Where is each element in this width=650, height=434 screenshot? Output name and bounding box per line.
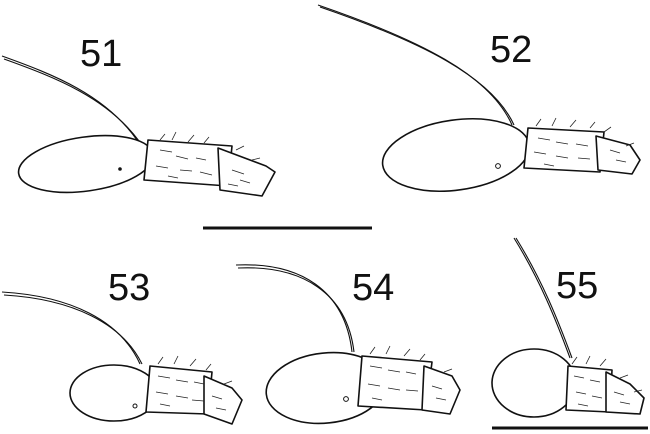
sensory-pit (132, 403, 138, 409)
antenna-middle-segment (523, 127, 605, 173)
antenna-base-segment (69, 364, 159, 422)
antenna-middle-segment (565, 365, 613, 413)
antenna-bristle (3, 294, 143, 365)
antenna-tip-segment (203, 375, 243, 425)
figure-55: 55 (491, 237, 645, 418)
sensory-pit (118, 167, 122, 171)
figure-label-54: 54 (352, 267, 394, 309)
figure-label-53: 53 (108, 267, 150, 309)
antenna-bristle (317, 4, 513, 126)
figure-label-55: 55 (556, 265, 598, 307)
antenna-bristle (237, 267, 355, 353)
antenna-bristle (515, 237, 573, 359)
sensory-pit (495, 163, 501, 169)
figure-label-51: 51 (80, 33, 122, 75)
antenna-base-segment (381, 118, 531, 192)
antenna-tip-segment (605, 371, 645, 415)
segment-hairs (571, 355, 643, 407)
antenna-tip-segment (421, 365, 461, 415)
segment-hairs (155, 131, 261, 187)
antenna-bristle (1, 291, 141, 365)
antenna-tip-segment (595, 135, 641, 175)
figure-52: 52 (317, 4, 641, 192)
antenna-middle-segment (357, 355, 433, 411)
antenna-middle-segment (145, 365, 213, 415)
antenna-bristle (235, 264, 353, 353)
antenna-bristle (513, 237, 571, 359)
figure-51: 51 (1, 33, 276, 197)
segment-hairs (155, 355, 233, 411)
figure-label-52: 52 (490, 29, 532, 71)
sensory-pit (343, 396, 349, 402)
figure-53: 53 (1, 267, 243, 425)
figure-54: 54 (235, 264, 461, 425)
antenna-bristle (3, 58, 140, 142)
segment-hairs (367, 345, 453, 401)
antenna-tip-segment (217, 147, 276, 197)
antenna-base-segment (491, 348, 577, 418)
segment-hairs (533, 117, 635, 167)
antenna-bristle (319, 6, 515, 126)
